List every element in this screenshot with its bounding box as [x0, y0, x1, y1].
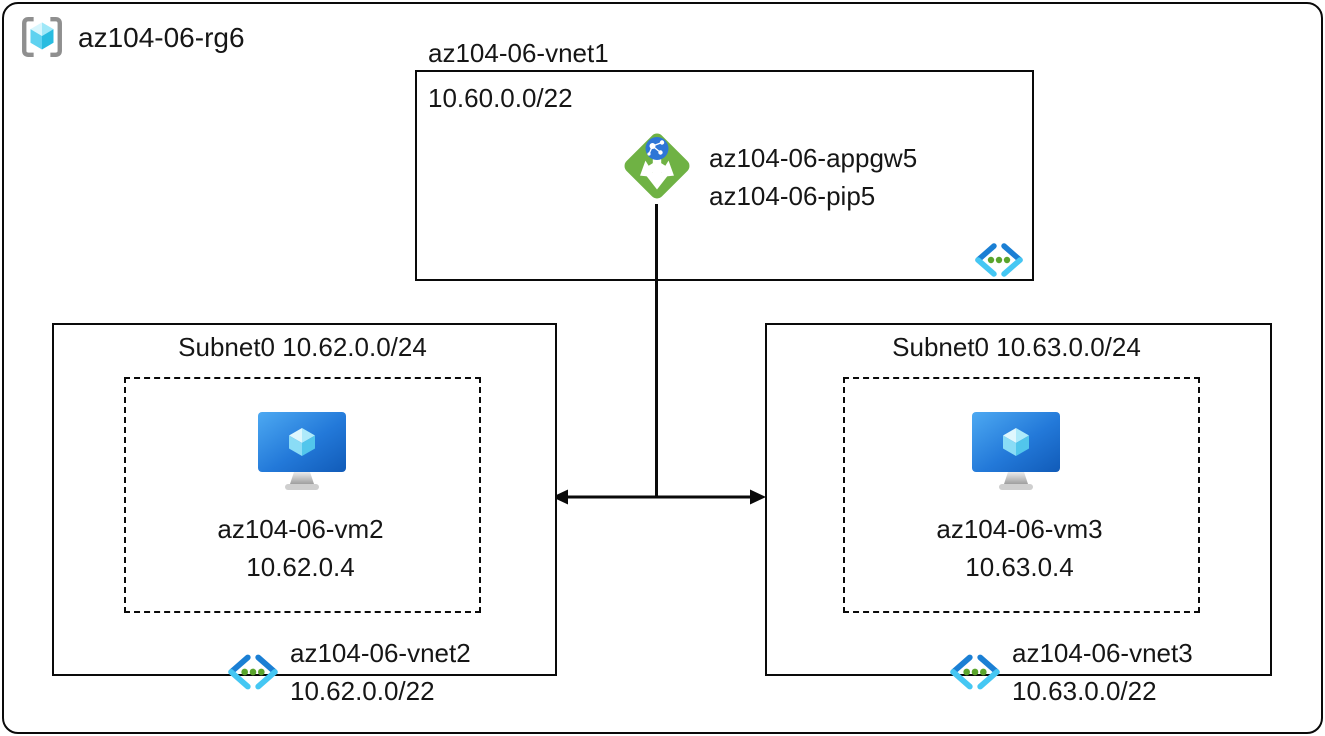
vnet2-cidr-label: 10.62.0.0/22: [290, 676, 435, 706]
resource-group-label: az104-06-rg6: [78, 22, 245, 53]
vnet2-name-label: az104-06-vnet2: [290, 638, 471, 668]
vnet3-subnet-label: Subnet0 10.63.0.0/24: [892, 332, 1141, 362]
virtual-network-icon-vnet2: [228, 654, 278, 690]
vnet3-cidr-label: 10.63.0.0/22: [1012, 676, 1157, 706]
vnet-peering-double-arrow: [552, 489, 766, 505]
vnet2-subnet-label: Subnet0 10.62.0.0/24: [178, 332, 427, 362]
vm2-ip-label: 10.62.0.4: [246, 552, 355, 582]
vnet3-subnet-dashed-box: [843, 377, 1200, 613]
virtual-network-icon-vnet3: [950, 654, 1000, 690]
vm3-name-label: az104-06-vm3: [936, 514, 1103, 544]
public-ip-name-label: az104-06-pip5: [709, 181, 876, 211]
vnet3-name-label: az104-06-vnet3: [1012, 638, 1193, 668]
application-gateway-icon: [624, 133, 690, 199]
virtual-machine-icon-vm2: [258, 412, 346, 490]
vnet3-box: [765, 323, 1272, 676]
vnet1-cidr-label: 10.60.0.0/22: [428, 83, 573, 113]
vm2-name-label: az104-06-vm2: [217, 514, 384, 544]
vnet2-subnet-dashed-box: [124, 377, 481, 613]
vnet1-box: [415, 70, 1034, 281]
app-gateway-name-label: az104-06-appgw5: [709, 143, 918, 173]
vm3-ip-label: 10.63.0.4: [965, 552, 1074, 582]
appgw-to-vnets-connector-line: [655, 204, 658, 498]
virtual-network-icon-vnet1: [975, 243, 1023, 277]
vnet1-name-label: az104-06-vnet1: [428, 38, 609, 68]
resource-group-icon: [22, 17, 62, 57]
vnet2-box: [52, 323, 557, 676]
virtual-machine-icon-vm3: [972, 412, 1060, 490]
